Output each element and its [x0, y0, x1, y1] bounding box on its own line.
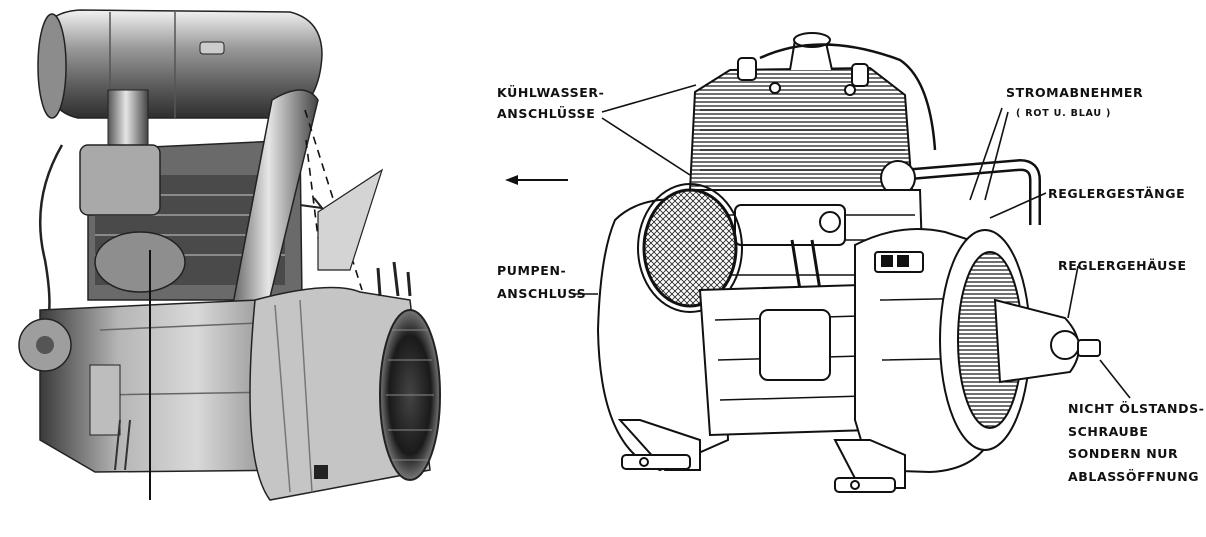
left-engine-photo: [18, 9, 441, 501]
callout-labels: KÜHLWASSER- ANSCHLÜSSE PUMPEN- ANSCHLUSS…: [497, 85, 1204, 484]
cylinder-head: [688, 66, 914, 191]
label-note-line2: SCHRAUBE: [1068, 424, 1149, 439]
leader-lines: [573, 84, 1131, 399]
air-filter-grille: [642, 188, 738, 308]
label-pumpen-line1: PUMPEN-: [497, 263, 566, 278]
label-reglergehaeuse: REGLERGEHÄUSE: [1058, 258, 1187, 273]
label-note-line3: SONDERN NUR: [1068, 446, 1178, 461]
label-reglergestaenge: REGLERGESTÄNGE: [1048, 186, 1185, 201]
label-stromabnehmer-line2: ( ROT U. BLAU ): [1016, 108, 1111, 119]
label-note-line1: NICHT ÖLSTANDS-: [1068, 401, 1204, 416]
right-engine-drawing: [596, 32, 1101, 493]
direction-arrow: [505, 175, 568, 185]
exhaust-pipe: [227, 89, 319, 331]
label-kuehlwasser-line1: KÜHLWASSER-: [497, 85, 604, 100]
label-kuehlwasser-line2: ANSCHLÜSSE: [497, 106, 595, 121]
label-pumpen-line2: ANSCHLUSS: [497, 286, 586, 301]
label-stromabnehmer-line1: STROMABNEHMER: [1006, 85, 1143, 100]
label-note-line4: ABLASSÖFFNUNG: [1068, 469, 1199, 484]
